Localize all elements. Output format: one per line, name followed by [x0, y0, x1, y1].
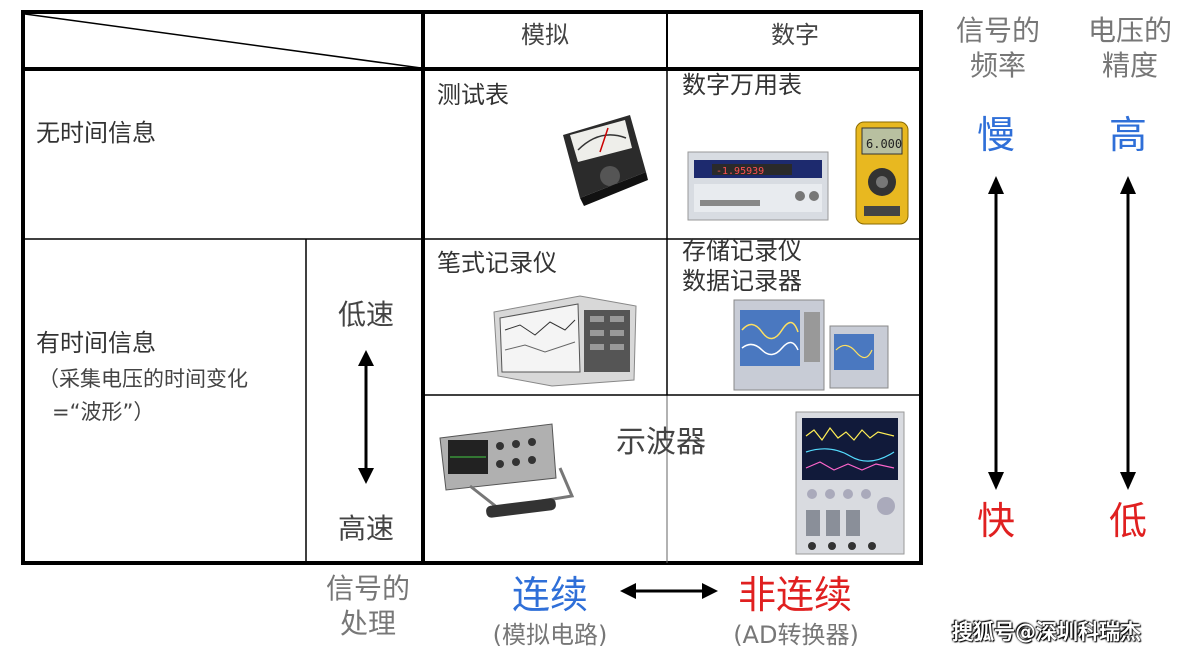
speed-fast-label: 高速: [337, 512, 394, 545]
signal-frequency-label-1: 信号的: [955, 14, 1040, 47]
frequency-fast-label: 快: [976, 499, 1015, 543]
discontinuous-sublabel: (AD转换器): [733, 621, 859, 649]
data-recorder-image: [733, 299, 889, 391]
continuous-sublabel: (模拟电路): [492, 621, 608, 649]
continuous-label: 连续: [511, 573, 588, 617]
precision-high-label: 高: [1108, 113, 1147, 157]
label-storage-recorder: 存储记录仪: [682, 237, 802, 265]
row-label-with-time: 有时间信息: [36, 329, 156, 357]
svg-text:-1.95939: -1.95939: [716, 166, 764, 177]
voltage-precision-label-1: 电压的: [1087, 14, 1172, 47]
label-digital-multimeter: 数字万用表: [682, 71, 802, 99]
analog-oscilloscope-image: [439, 423, 575, 518]
table-frame: [21, 10, 923, 565]
discontinuous-label: 非连续: [737, 573, 852, 617]
frequency-slow-label: 慢: [976, 113, 1015, 157]
handheld-dmm-image: 6.000: [855, 121, 909, 225]
row-label-no-time: 无时间信息: [36, 119, 156, 147]
signal-frequency-label-2: 频率: [969, 49, 1026, 82]
analog-meter-image: [563, 115, 648, 206]
row-note-waveform-1: （采集电压的时间变化: [38, 367, 248, 391]
label-data-logger: 数据记录器: [682, 267, 802, 295]
label-pen-recorder: 笔式记录仪: [437, 249, 557, 277]
corner-diagonal: [24, 13, 422, 69]
column-header-digital: 数字: [771, 21, 819, 49]
row-note-waveform-2: =“波形”）: [52, 400, 155, 424]
label-oscilloscope: 示波器: [616, 425, 706, 460]
digital-oscilloscope-image: [795, 411, 905, 555]
precision-low-label: 低: [1108, 499, 1147, 543]
bench-dmm-image: -1.95939: [687, 151, 829, 221]
watermark: 搜狐号@深圳科瑞杰: [952, 620, 1141, 644]
signal-processing-label-2: 处理: [339, 607, 396, 640]
svg-text:6.000: 6.000: [866, 137, 902, 151]
label-analog-meter: 测试表: [437, 81, 509, 109]
pen-recorder-image: [493, 295, 637, 387]
column-header-analog: 模拟: [521, 21, 569, 49]
speed-slow-label: 低速: [337, 298, 394, 331]
signal-processing-label-1: 信号的: [325, 572, 410, 605]
voltage-precision-label-2: 精度: [1101, 49, 1158, 82]
